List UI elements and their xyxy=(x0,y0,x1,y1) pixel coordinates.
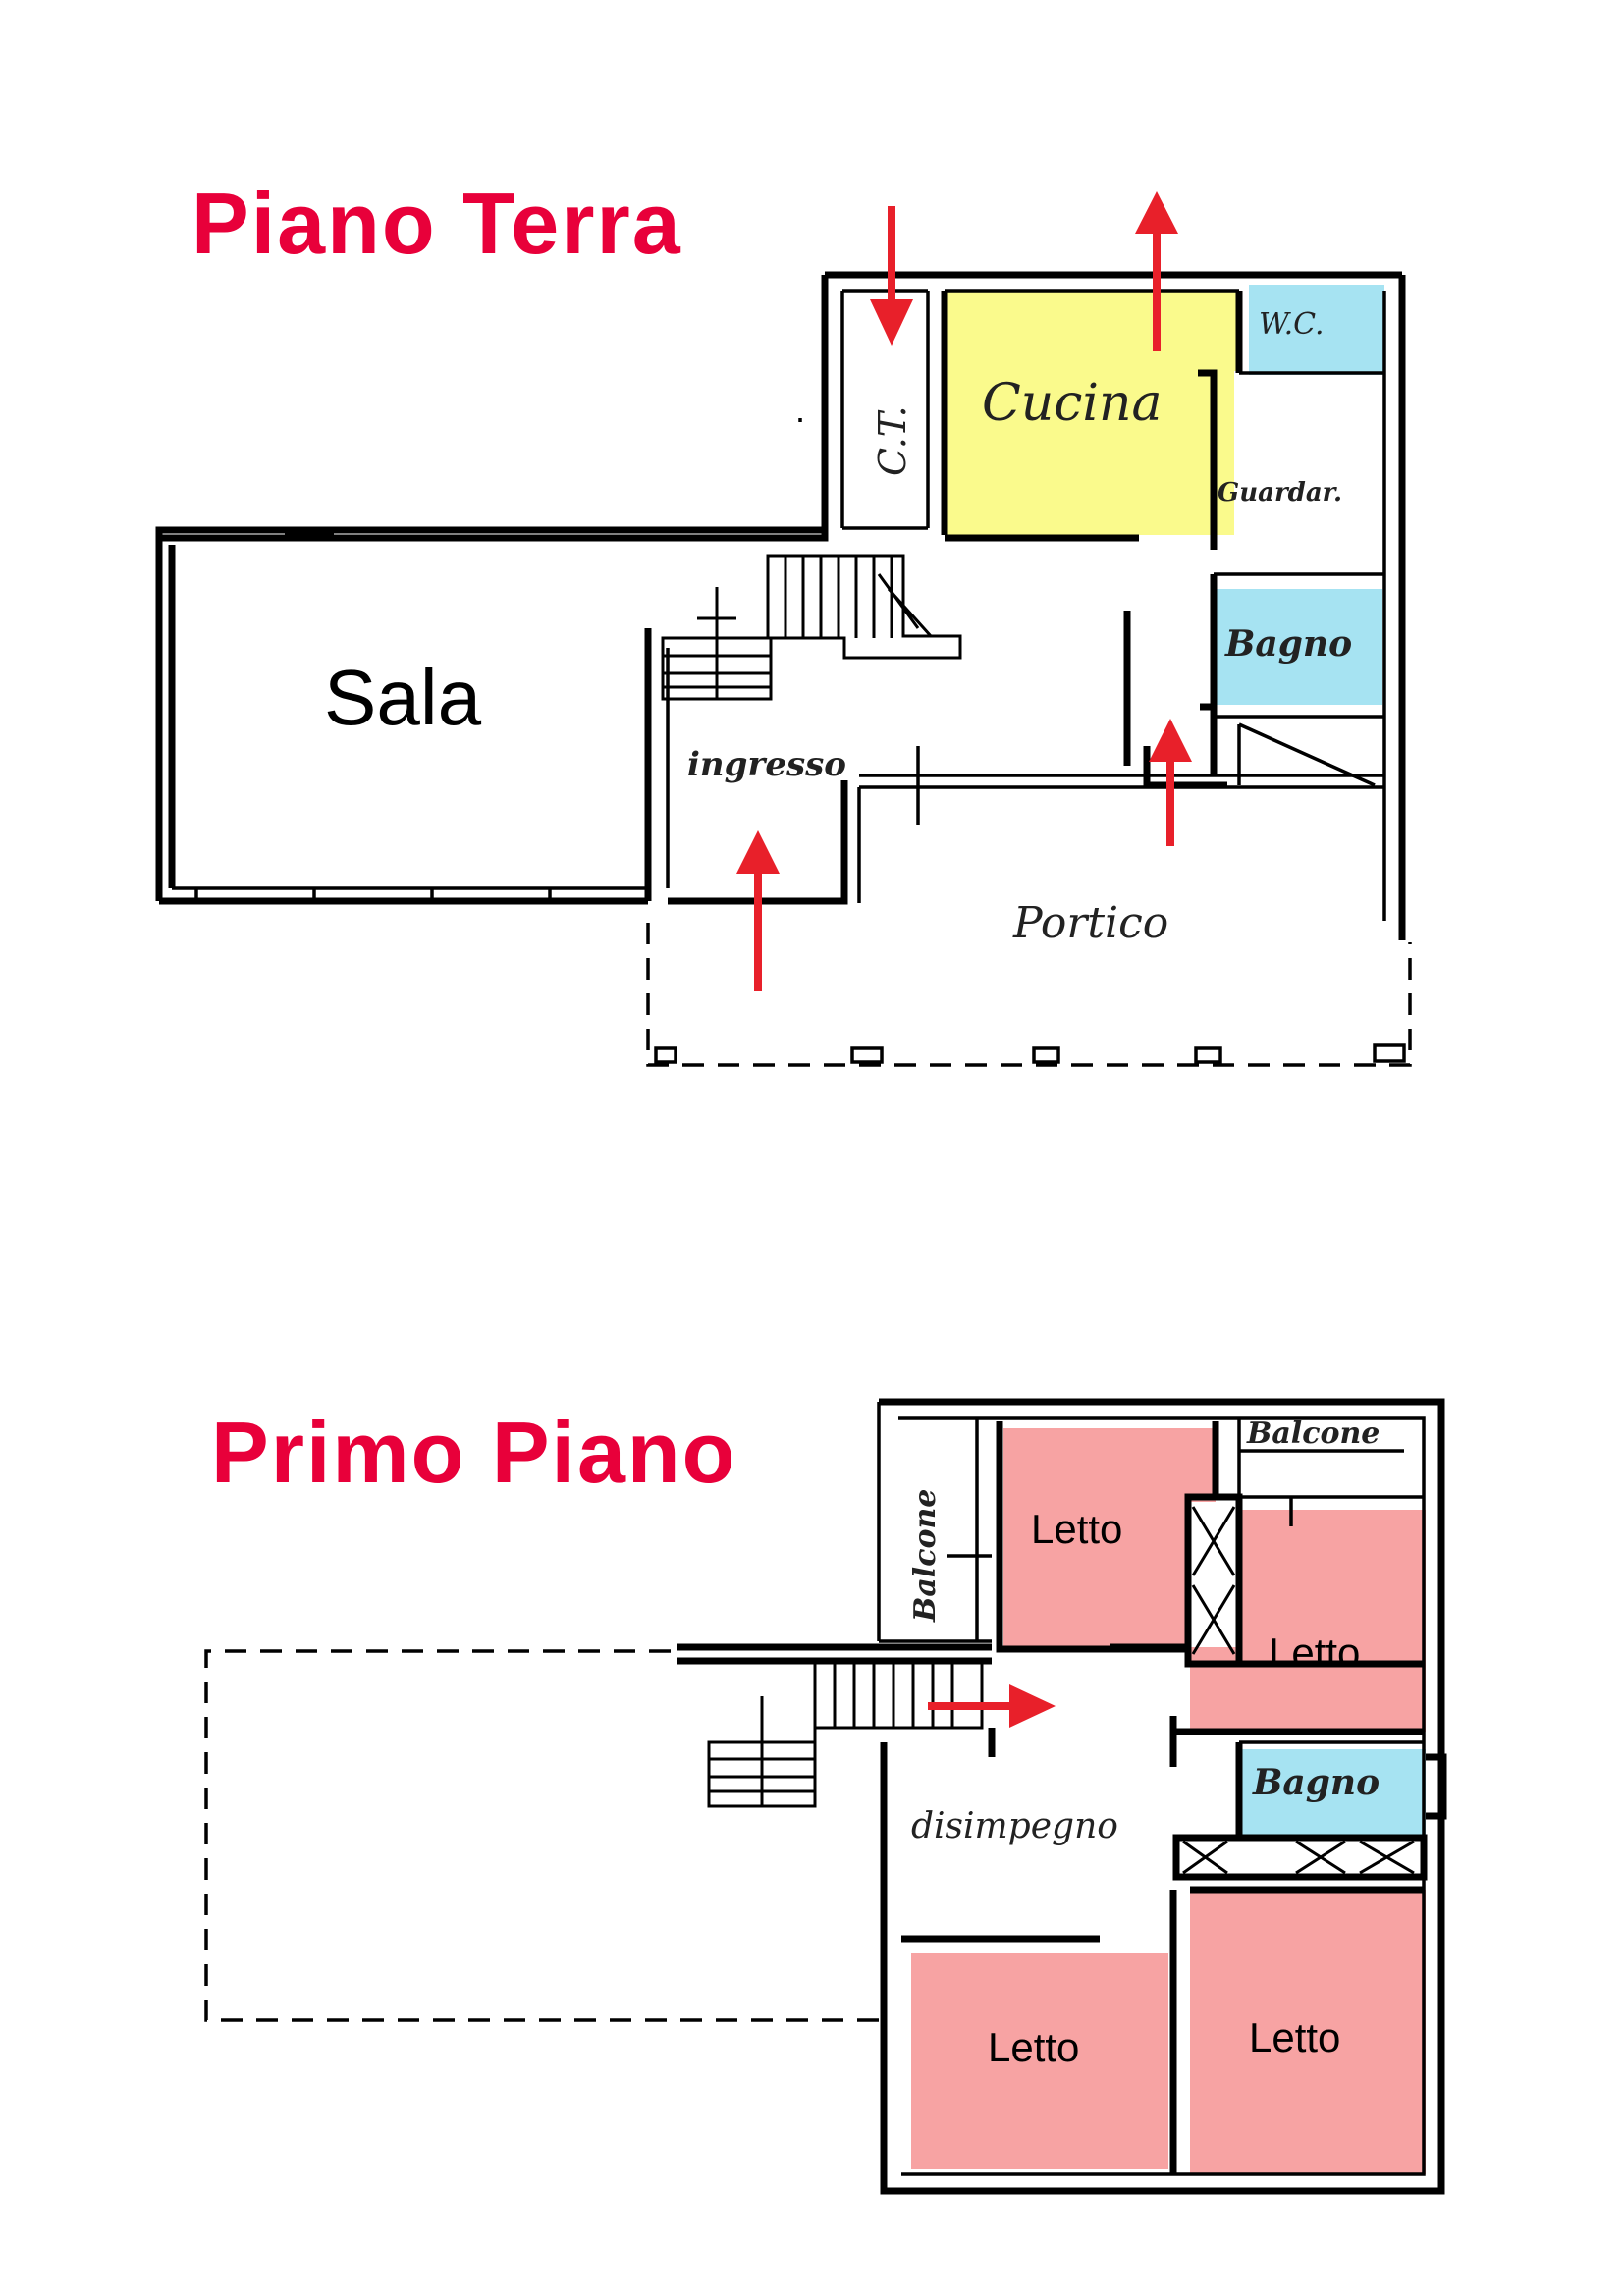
kitchen-fill-corner xyxy=(1196,290,1239,371)
room-label-guardaroba: Guardar. xyxy=(1218,478,1342,507)
room-label-balcone-left: Balcone xyxy=(908,1489,943,1623)
bedroom-2-fill xyxy=(1239,1510,1426,1732)
room-label-balcone-right: Balcone xyxy=(1246,1416,1380,1451)
first-staircase xyxy=(707,1659,984,1808)
arrow-head xyxy=(1149,719,1192,762)
bedroom-3-fill xyxy=(911,1953,1168,2169)
room-label-ingresso: ingresso xyxy=(687,745,846,784)
first-arrows xyxy=(928,1684,1056,1728)
room-label-wc: W.C. xyxy=(1259,307,1325,342)
first-bath-fill xyxy=(1239,1749,1426,1836)
room-label-first-bagno: Bagno xyxy=(1252,1762,1380,1803)
bedroom-4-fill xyxy=(1190,1890,1426,2174)
first-walls xyxy=(204,1398,1447,2195)
first-floor: Primo Piano xyxy=(204,1398,1447,2195)
arrow-head xyxy=(1135,191,1178,234)
room-label-ct: C.T. xyxy=(871,405,914,476)
first-floor-title: Primo Piano xyxy=(211,1404,736,1501)
ground-floor: Piano Terra xyxy=(155,175,1412,1067)
room-label-disimpegno: disimpegno xyxy=(911,1806,1118,1846)
room-label-letto-3: Letto xyxy=(988,2024,1079,2070)
ground-arrows xyxy=(736,191,1192,991)
kitchen-fill xyxy=(945,290,1234,535)
arrow-head xyxy=(1009,1684,1056,1728)
ground-floor-title: Piano Terra xyxy=(191,175,682,272)
ground-staircase xyxy=(661,554,962,701)
room-label-letto-2: Letto xyxy=(1269,1629,1360,1676)
room-label-portico: Portico xyxy=(1012,898,1168,948)
bedroom-1-fill xyxy=(1003,1428,1216,1647)
arrow-head xyxy=(736,830,780,874)
arrow-head xyxy=(870,299,913,346)
room-label-letto-1: Letto xyxy=(1031,1506,1122,1552)
room-label-cucina: Cucina xyxy=(982,374,1163,433)
ground-bath-fill xyxy=(1214,589,1382,705)
room-label-letto-4: Letto xyxy=(1249,2014,1340,2060)
room-label-ground-bagno: Bagno xyxy=(1224,623,1352,665)
room-label-sala: Sala xyxy=(324,654,482,741)
bedroom-2-fill-extra xyxy=(1190,1647,1239,1732)
wc-fill xyxy=(1249,285,1384,375)
